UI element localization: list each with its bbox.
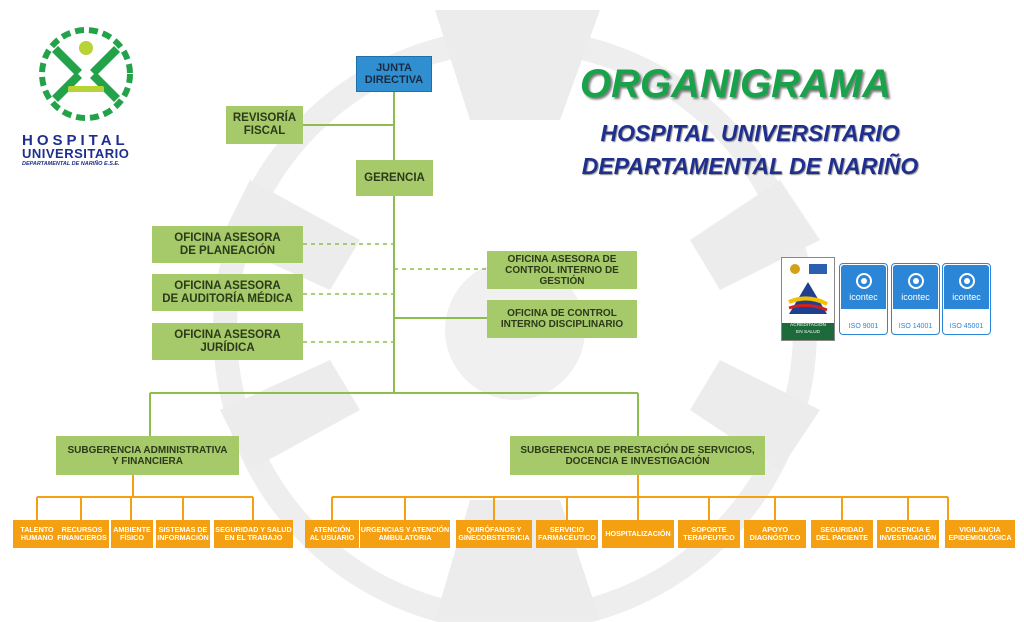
dashed-connectors [303, 243, 487, 343]
hospital-logo-icon [39, 27, 133, 121]
service-unit: DOCENCIA E INVESTIGACIÓN [877, 520, 939, 548]
subtitle-line2: DEPARTAMENTAL DE NARIÑO [581, 153, 919, 180]
node-gerencia: GERENCIA [356, 160, 433, 196]
node-oficina-auditoria: OFICINA ASESORA DE AUDITORÍA MÉDICA [152, 274, 303, 311]
admin-unit: SISTEMAS DE INFORMACIÓN [156, 520, 210, 548]
service-unit: ATENCIÓN AL USUARIO [305, 520, 359, 548]
logo-line3: DEPARTAMENTAL DE NARIÑO E.S.E. [22, 161, 120, 167]
service-unit: QUIRÓFANOS Y GINECOBSTETRICIA [456, 520, 532, 548]
node-control-interno-disciplinario: OFICINA DE CONTROL INTERNO DISCIPLINARIO [487, 300, 637, 338]
icontec-mark-icon [907, 273, 924, 289]
service-unit: URGENCIAS Y ATENCIÓN AMBULATORIA [360, 520, 450, 548]
subtitle-line1: HOSPITAL UNIVERSITARIO [600, 120, 900, 146]
icontec-mark-icon [855, 273, 872, 289]
node-subgerencia-administrativa: SUBGERENCIA ADMINISTRATIVA Y FINANCIERA [56, 436, 239, 475]
service-unit: APOYO DIAGNÓSTICO [744, 520, 806, 548]
logo-line1: HOSPITAL [22, 132, 129, 149]
icontec-brand: icontec [901, 292, 930, 302]
node-oficina-planeacion: OFICINA ASESORA DE PLANEACIÓN [152, 226, 303, 263]
node-junta-directiva: JUNTA DIRECTIVA [356, 56, 432, 92]
node-revisoria-fiscal: REVISORÍA FISCAL [226, 106, 303, 144]
node-subgerencia-servicios: SUBGERENCIA DE PRESTACIÓN DE SERVICIOS, … [510, 436, 765, 475]
service-unit: SEGURIDAD DEL PACIENTE [811, 520, 873, 548]
node-oficina-juridica: OFICINA ASESORA JURÍDICA [152, 323, 303, 360]
icontec-brand: icontec [849, 292, 878, 302]
iso-label: ISO 45001 [949, 323, 984, 330]
icontec-mark-icon [958, 273, 975, 289]
acreditacion-label: ACREDITACIÓN EN SALUD [782, 323, 834, 340]
orange-connectors [36, 475, 949, 520]
iso-label: ISO 9001 [848, 323, 879, 330]
admin-unit: AMBIENTE FÍSICO [111, 520, 153, 548]
icontec-brand: icontec [952, 292, 981, 302]
page-title: ORGANIGRAMA [580, 62, 892, 106]
acreditacion-badge: ACREDITACIÓN EN SALUD [781, 257, 835, 341]
admin-unit: SEGURIDAD Y SALUD EN EL TRABAJO [214, 520, 293, 548]
page-subtitle: HOSPITAL UNIVERSITARIO DEPARTAMENTAL DE … [540, 117, 960, 184]
background-watermark [213, 10, 820, 622]
icontec-cert-45001: icontec ISO 45001 [942, 263, 991, 335]
service-unit: VIGILANCIA EPIDEMIOLÓGICA [945, 520, 1015, 548]
iso-label: ISO 14001 [898, 323, 933, 330]
service-unit: HOSPITALIZACIÓN [602, 520, 674, 548]
logo-line2: UNIVERSITARIO [22, 146, 130, 161]
acreditacion-logo-icon [788, 264, 828, 314]
icontec-cert-14001: icontec ISO 14001 [891, 263, 940, 335]
icontec-cert-9001: icontec ISO 9001 [839, 263, 888, 335]
admin-unit: RECURSOS FINANCIEROS [55, 520, 109, 548]
service-unit: SOPORTE TERAPEUTICO [678, 520, 740, 548]
service-unit: SERVICIO FARMACÉUTICO [536, 520, 598, 548]
admin-unit: TALENTO HUMANO [13, 520, 61, 548]
node-control-interno-gestion: OFICINA ASESORA DE CONTROL INTERNO DE GE… [487, 251, 637, 289]
